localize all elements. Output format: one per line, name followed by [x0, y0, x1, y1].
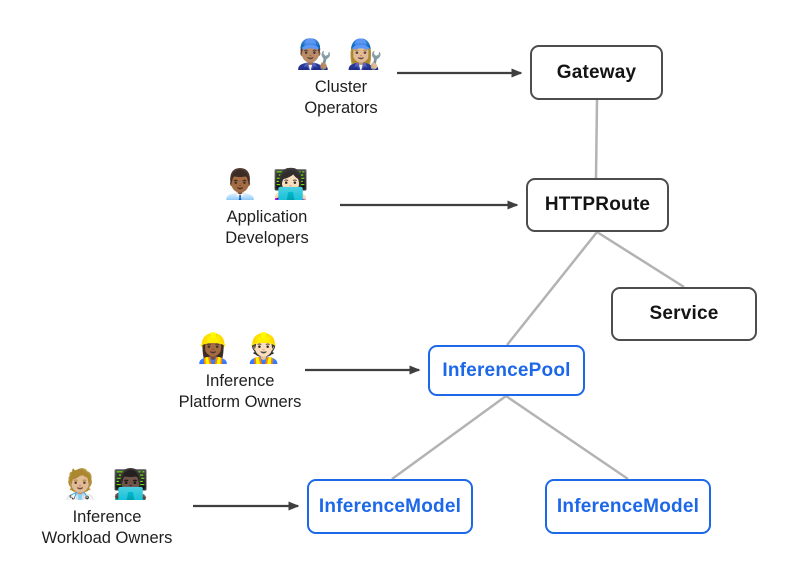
node-label: InferenceModel — [318, 495, 462, 517]
node-label: InferencePool — [442, 359, 571, 381]
application-developers-persona-icon: 👨🏾‍💼 👩🏻‍💻 — [222, 169, 312, 201]
cluster-operators-persona-icon: 👨🏽‍🔧 👩🏼‍🔧 — [296, 39, 386, 71]
actor-label-line: Platform Owners — [178, 393, 302, 411]
node-httproute: HTTPRoute — [526, 178, 669, 232]
node-gateway: Gateway — [530, 45, 663, 100]
edge-inference-pool-to-inference-model-1 — [391, 394, 507, 481]
actor-label-line: Cluster — [314, 78, 368, 96]
node-inference-model-1: InferenceModel — [307, 479, 473, 534]
edge-inference-pool-to-inference-model-2 — [505, 394, 629, 481]
node-inference-pool: InferencePool — [428, 345, 585, 396]
inference-workload-owners-persona-icon: 🧑🏼‍⚕️ 👨🏿‍💻 — [62, 469, 152, 501]
actor-label-line: Developers — [225, 229, 309, 247]
edge-httproute-to-inference-pool — [506, 231, 598, 346]
node-label: Service — [649, 303, 719, 324]
actor-label-line: Application — [226, 208, 308, 226]
edge-gateway-to-httproute — [594, 99, 599, 179]
node-label: HTTPRoute — [544, 194, 651, 215]
actor-arrows — [193, 68, 523, 511]
actor-label-line: Inference — [72, 508, 142, 526]
node-inference-model-2: InferenceModel — [545, 479, 711, 534]
actor-label-line: Inference — [205, 372, 275, 390]
actor-label-line: Workload Owners — [41, 529, 173, 547]
inference-platform-owners-persona-icon: 👷🏾‍♀️ 👷🏻 — [195, 333, 285, 365]
edge-httproute-to-service — [596, 230, 685, 289]
hierarchy-edges — [391, 99, 685, 481]
node-label: InferenceModel — [556, 495, 700, 517]
actor-label-line: Operators — [304, 99, 378, 117]
node-service: Service — [611, 287, 757, 341]
node-label: Gateway — [556, 61, 637, 83]
